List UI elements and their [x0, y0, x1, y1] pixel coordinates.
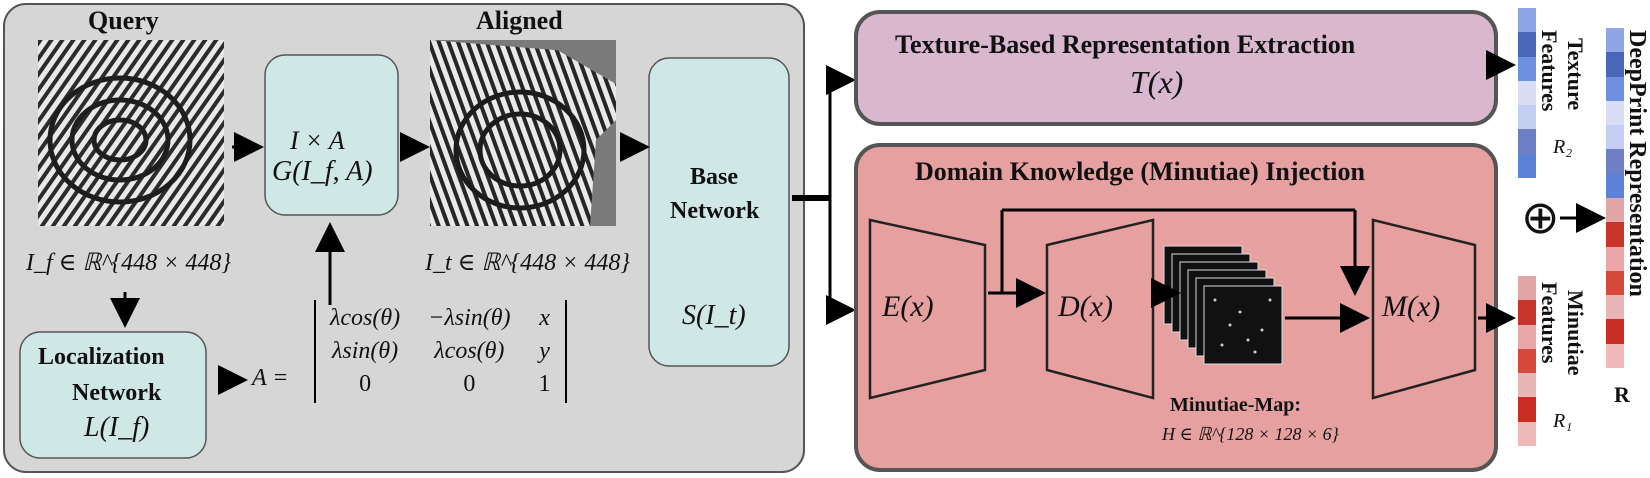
- vector-cell: [1518, 80, 1536, 106]
- texture-features-label-2: Features: [1537, 30, 1562, 112]
- vector-cell: [1606, 149, 1624, 174]
- vector-cell: [1518, 300, 1536, 325]
- texture-features-label-1: Texture: [1563, 38, 1588, 111]
- vector-cell: [1606, 319, 1624, 344]
- vector-cell: [1606, 343, 1624, 368]
- vector-cell: [1606, 222, 1624, 247]
- vector-cell: [1606, 28, 1624, 53]
- texture-feature-vector: [1518, 8, 1536, 178]
- localization-formula: L(I_f): [84, 412, 150, 443]
- minutiae-map-formula: H ∈ ℝ^{128 × 128 × 6}: [1162, 424, 1339, 444]
- minutiae-feature-vector: [1518, 276, 1536, 446]
- vector-cell: [1518, 105, 1536, 130]
- query-label: Query: [88, 6, 159, 35]
- localization-network-box: [19, 331, 207, 459]
- vector-cell: [1606, 197, 1624, 223]
- texture-box-formula: T(x): [1130, 64, 1184, 100]
- r-label: R: [1614, 382, 1630, 407]
- grid-generator-line1: I × A: [290, 126, 345, 155]
- r1-label: R₁: [1553, 410, 1573, 432]
- matrix-cell: x: [539, 305, 550, 331]
- vector-cell: [1518, 56, 1536, 81]
- matrix-cell: 0: [463, 371, 476, 397]
- grid-generator-line2: G(I_f, A): [272, 156, 373, 187]
- minutiae-features-label-2: Features: [1537, 282, 1562, 364]
- vector-cell: [1606, 173, 1624, 198]
- base-network-title2: Network: [670, 198, 760, 224]
- matrix-cell: −λsin(θ): [428, 305, 511, 331]
- vector-cell: [1518, 324, 1536, 349]
- base-network-box: [648, 57, 790, 367]
- vector-cell: [1606, 270, 1624, 296]
- minutiae-map-title: Minutiae-Map:: [1170, 394, 1302, 416]
- vector-cell: [1606, 125, 1624, 150]
- r2-label: R₂: [1553, 136, 1573, 158]
- matrix-cell: λcos(θ): [330, 305, 401, 331]
- vector-cell: [1518, 373, 1536, 398]
- minutiae-features-label-1: Minutiae: [1563, 290, 1588, 376]
- vector-cell: [1518, 276, 1536, 301]
- vector-cell: [1518, 153, 1536, 178]
- encoder-shape: [868, 218, 987, 400]
- vector-cell: [1606, 246, 1624, 271]
- texture-box-title: Texture-Based Representation Extraction: [895, 30, 1356, 59]
- matrix-cell: 1: [538, 371, 551, 397]
- vector-cell: [1606, 76, 1624, 101]
- grid-generator-box: [264, 54, 399, 216]
- concatenation-oplus-icon: ⊕: [1521, 190, 1560, 244]
- localization-title1: Localization: [38, 344, 165, 370]
- base-network-formula: S(I_t): [682, 300, 746, 331]
- decoder-label: D(x): [1058, 290, 1113, 323]
- vector-cell: [1606, 100, 1624, 126]
- matrix-cell: 0: [359, 371, 372, 397]
- deepprint-representation-label: DeepPrint Representation: [1624, 30, 1650, 297]
- encoder-label: E(x): [882, 290, 934, 323]
- vector-cell: [1518, 421, 1536, 446]
- m-block-label: M(x): [1382, 290, 1441, 323]
- m-block-shape: [1371, 218, 1477, 400]
- if-dimension-label: I_f ∈ ℝ^{448 × 448}: [26, 250, 231, 276]
- localization-title2: Network: [72, 380, 162, 406]
- vector-cell: [1518, 8, 1536, 33]
- vector-cell: [1518, 397, 1536, 422]
- matrix-cell: y: [539, 338, 550, 364]
- matrix-cell: λsin(θ): [331, 338, 399, 364]
- vector-cell: [1518, 129, 1536, 154]
- vector-cell: [1518, 348, 1536, 374]
- minutiae-box-title: Domain Knowledge (Minutiae) Injection: [915, 157, 1365, 186]
- it-dimension-label: I_t ∈ ℝ^{448 × 448}: [425, 250, 630, 276]
- affine-matrix: λcos(θ) −λsin(θ) x λsin(θ) λcos(θ) y 0 0 1: [314, 300, 567, 403]
- deepprint-representation-vector: [1606, 28, 1624, 368]
- base-network-title1: Base: [690, 164, 738, 190]
- query-fingerprint-image: [38, 40, 224, 226]
- aligned-fingerprint-image: [430, 40, 616, 226]
- vector-cell: [1606, 52, 1624, 77]
- matrix-cell: λcos(θ): [434, 338, 505, 364]
- decoder-shape: [1045, 218, 1155, 400]
- vector-cell: [1518, 32, 1536, 57]
- aligned-label: Aligned: [476, 6, 563, 35]
- affine-lhs: A =: [252, 365, 289, 391]
- vector-cell: [1606, 295, 1624, 320]
